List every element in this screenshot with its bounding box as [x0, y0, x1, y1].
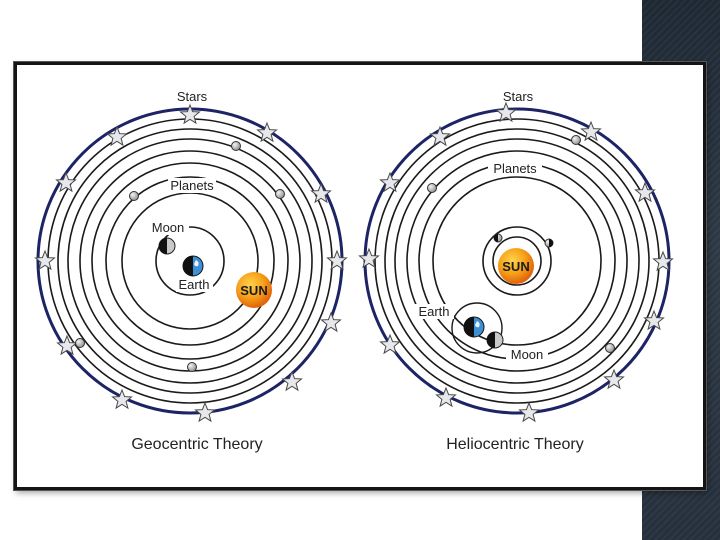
star-icon	[56, 172, 76, 192]
stars-label: Stars	[177, 89, 208, 104]
star-icon	[195, 402, 215, 422]
earth-label: Earth	[418, 304, 449, 319]
heliocentric-moon	[486, 331, 504, 349]
heliocentric-title: Heliocentric Theory	[446, 436, 584, 453]
orbit-ring	[492, 236, 542, 286]
moon-orbit-ring	[451, 302, 503, 354]
geocentric-planets	[75, 141, 285, 372]
orbit-ring	[384, 128, 650, 394]
orbit-ring	[406, 150, 628, 372]
planet-icon	[427, 183, 437, 193]
planet-icon	[187, 362, 197, 372]
geocentric-title: Geocentric Theory	[131, 436, 262, 453]
sun-label: SUN	[502, 259, 529, 274]
sun-icon	[498, 248, 534, 284]
star-icon	[282, 371, 302, 391]
earth-label: Earth	[178, 277, 209, 292]
sun-icon	[236, 272, 272, 308]
planet-icon	[231, 141, 241, 151]
geocentric-moon	[158, 237, 176, 255]
orbit-ring	[432, 176, 602, 346]
geocentric-model: SUN Stars Planets Moon Earth Geocentric …	[35, 88, 347, 453]
star-icon	[327, 250, 347, 270]
orbit-ring	[57, 128, 323, 394]
planet-icon	[275, 189, 285, 199]
planets-label: Planets	[170, 178, 214, 193]
planet-icon	[129, 191, 139, 201]
sun-label: SUN	[240, 283, 267, 298]
heliocentric-model: SUN Stars Planets Earth Moon Heliocentri…	[359, 88, 673, 453]
heliocentric-earth	[463, 316, 485, 338]
geocentric-earth	[182, 255, 204, 277]
star-icon	[519, 402, 539, 422]
orbit-ring	[67, 138, 313, 384]
planets-label: Planets	[493, 161, 537, 176]
planet-icon	[605, 343, 615, 353]
heliocentric-sun: SUN	[498, 248, 534, 284]
orbit-ring	[394, 138, 640, 384]
geocentric-sun: SUN	[236, 272, 272, 308]
moon-label: Moon	[511, 347, 544, 362]
orbit-ring	[482, 226, 552, 296]
planet-icon	[75, 338, 85, 348]
stars-label: Stars	[503, 89, 534, 104]
orbit-ring	[105, 176, 275, 346]
planet-icon	[571, 135, 581, 145]
orbit-ring	[155, 226, 225, 296]
star-icon	[321, 312, 341, 332]
star-icon	[107, 126, 127, 146]
orbit-ring	[91, 162, 289, 360]
moon-label: Moon	[152, 220, 185, 235]
